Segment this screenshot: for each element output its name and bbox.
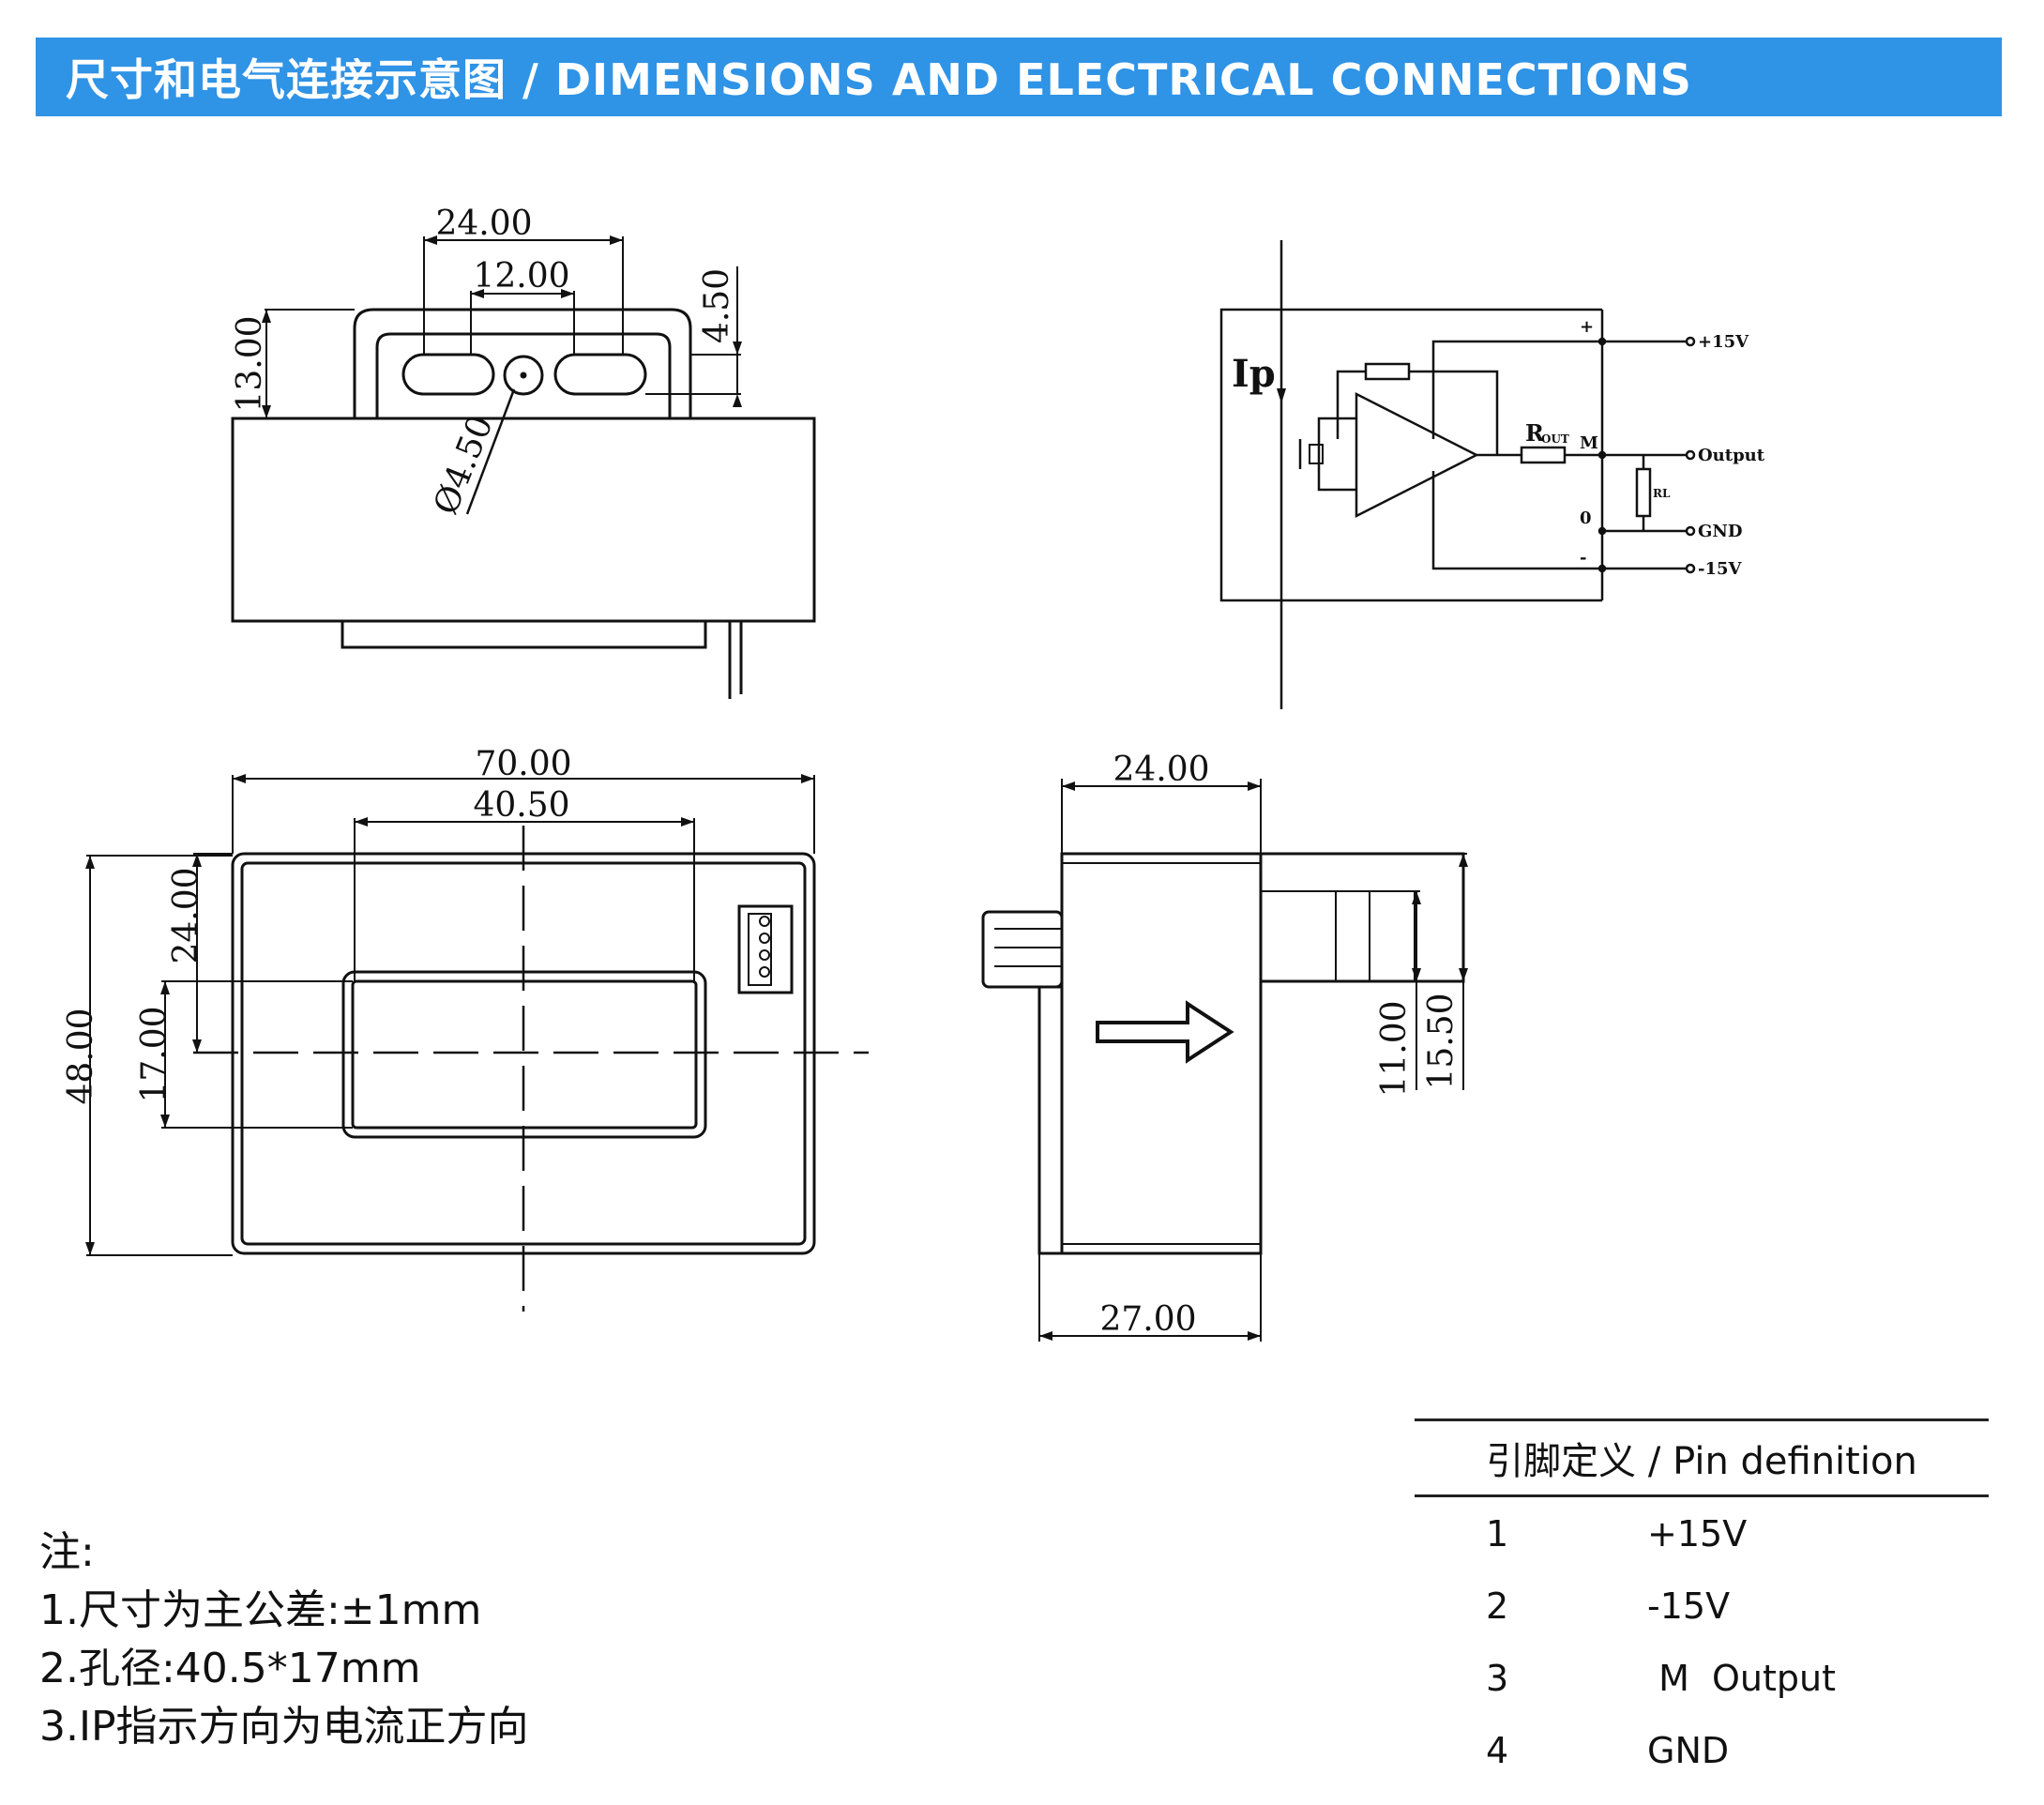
section-header: 尺寸和电气连接示意图 / DIMENSIONS AND ELECTRICAL C… bbox=[36, 38, 2002, 116]
dim-front-window-width: 40.50 bbox=[473, 786, 569, 825]
dim-top-width-inner: 12.00 bbox=[473, 257, 569, 296]
load-resistor-label: RL bbox=[1653, 487, 1671, 500]
note-item: 2.孔径:40.5*17mm bbox=[39, 1645, 421, 1692]
node-m-label: M bbox=[1580, 433, 1598, 453]
pin-definition: M Output bbox=[1647, 1657, 1837, 1699]
front-view-window-outer bbox=[341, 970, 707, 1139]
node-minus-label: - bbox=[1580, 548, 1586, 568]
table-row: 4 GND bbox=[1415, 1714, 1989, 1786]
table-header-rule bbox=[1415, 1494, 1989, 1497]
dim-front-height: 48.00 bbox=[62, 1008, 100, 1104]
terminal-gnd bbox=[1685, 525, 1696, 537]
table-top-rule bbox=[1415, 1418, 1989, 1421]
pin-definition: +15V bbox=[1647, 1512, 1748, 1555]
terminal-label-4: -15V bbox=[1698, 559, 1743, 579]
mount-tab-inner bbox=[375, 332, 672, 418]
mount-slot-right bbox=[553, 353, 647, 396]
section-title: 尺寸和电气连接示意图 / DIMENSIONS AND ELECTRICAL C… bbox=[66, 54, 1692, 105]
mount-tab-outer bbox=[353, 308, 692, 418]
dim-side-pin-total: 15.50 bbox=[1422, 993, 1461, 1089]
side-view-base bbox=[1037, 985, 1062, 1255]
load-resistor bbox=[1635, 467, 1652, 518]
node-zero-label: 0 bbox=[1580, 508, 1592, 528]
table-row: 1 +15V bbox=[1415, 1497, 1989, 1570]
dim-top-height: 13.00 bbox=[231, 315, 269, 412]
side-view bbox=[981, 779, 1468, 1342]
terminal-plus15 bbox=[1685, 336, 1696, 347]
node-plus-label: + bbox=[1580, 317, 1594, 337]
pin-number: 3 bbox=[1486, 1657, 1509, 1699]
side-view-tab bbox=[1261, 852, 1465, 983]
pin-number: 2 bbox=[1486, 1585, 1509, 1627]
dim-hole: Ø4.50 bbox=[427, 410, 501, 520]
pin-number: 1 bbox=[1486, 1512, 1509, 1555]
hole-leader bbox=[465, 388, 516, 515]
terminal-minus15 bbox=[1685, 563, 1696, 574]
terminal-label-1: +15V bbox=[1698, 332, 1749, 352]
terminal-label-2: Output bbox=[1698, 446, 1765, 465]
top-view bbox=[231, 235, 816, 699]
current-label: Ip bbox=[1232, 352, 1276, 396]
top-view-base bbox=[341, 621, 707, 649]
dim-side-depth: 24.00 bbox=[1113, 751, 1209, 789]
dim-side-pin-height: 11.00 bbox=[1375, 1000, 1414, 1097]
op-amp bbox=[1355, 391, 1479, 519]
pin-definition: -15V bbox=[1647, 1585, 1731, 1627]
feedback-resistor bbox=[1364, 362, 1411, 381]
rout-label: R bbox=[1525, 419, 1545, 447]
dim-front-width: 70.00 bbox=[475, 745, 571, 783]
front-connector bbox=[737, 904, 794, 994]
dim-top-offset: 4.50 bbox=[698, 268, 736, 343]
mount-hole-center bbox=[520, 372, 527, 379]
side-view-pins bbox=[981, 910, 1064, 989]
table-row: 2 -15V bbox=[1415, 1570, 1989, 1642]
sensor-box bbox=[1219, 308, 1602, 602]
dim-side-total-depth: 27.00 bbox=[1099, 1300, 1196, 1339]
current-direction-arrow bbox=[1096, 1000, 1234, 1064]
notes: 注: 1.尺寸为主公差:±1mm 2.孔径:40.5*17mm 3.IP指示方向… bbox=[39, 1524, 529, 1756]
mount-hole bbox=[503, 355, 544, 396]
pin-number: 4 bbox=[1486, 1729, 1509, 1771]
top-view-body bbox=[231, 417, 816, 623]
schematic bbox=[1219, 240, 1696, 709]
front-connector-inner bbox=[748, 913, 772, 986]
dim-front-window-top: 24.00 bbox=[167, 867, 205, 963]
note-item: 3.IP指示方向为电流正方向 bbox=[39, 1703, 529, 1751]
rout-sub-label: OUT bbox=[1541, 432, 1569, 446]
dim-front-window-height: 17.00 bbox=[135, 1006, 174, 1102]
terminal-label-3: GND bbox=[1698, 522, 1742, 541]
side-view-body bbox=[1060, 852, 1263, 1255]
front-view bbox=[85, 774, 869, 1312]
notes-title: 注: bbox=[39, 1528, 95, 1576]
mount-slot-left bbox=[401, 353, 495, 396]
pin-definition: GND bbox=[1647, 1729, 1730, 1771]
note-item: 1.尺寸为主公差:±1mm bbox=[39, 1586, 482, 1634]
terminal-output bbox=[1685, 449, 1696, 461]
output-resistor bbox=[1520, 446, 1567, 464]
pin-definition-table: 引脚定义 / Pin definition 1 +15V 2 -15V 3 M … bbox=[1415, 1418, 1989, 1786]
hall-element bbox=[1309, 444, 1324, 464]
dim-top-width-outer: 24.00 bbox=[435, 205, 532, 243]
table-row: 3 M Output bbox=[1415, 1642, 1989, 1714]
table-title: 引脚定义 / Pin definition bbox=[1486, 1440, 1917, 1483]
